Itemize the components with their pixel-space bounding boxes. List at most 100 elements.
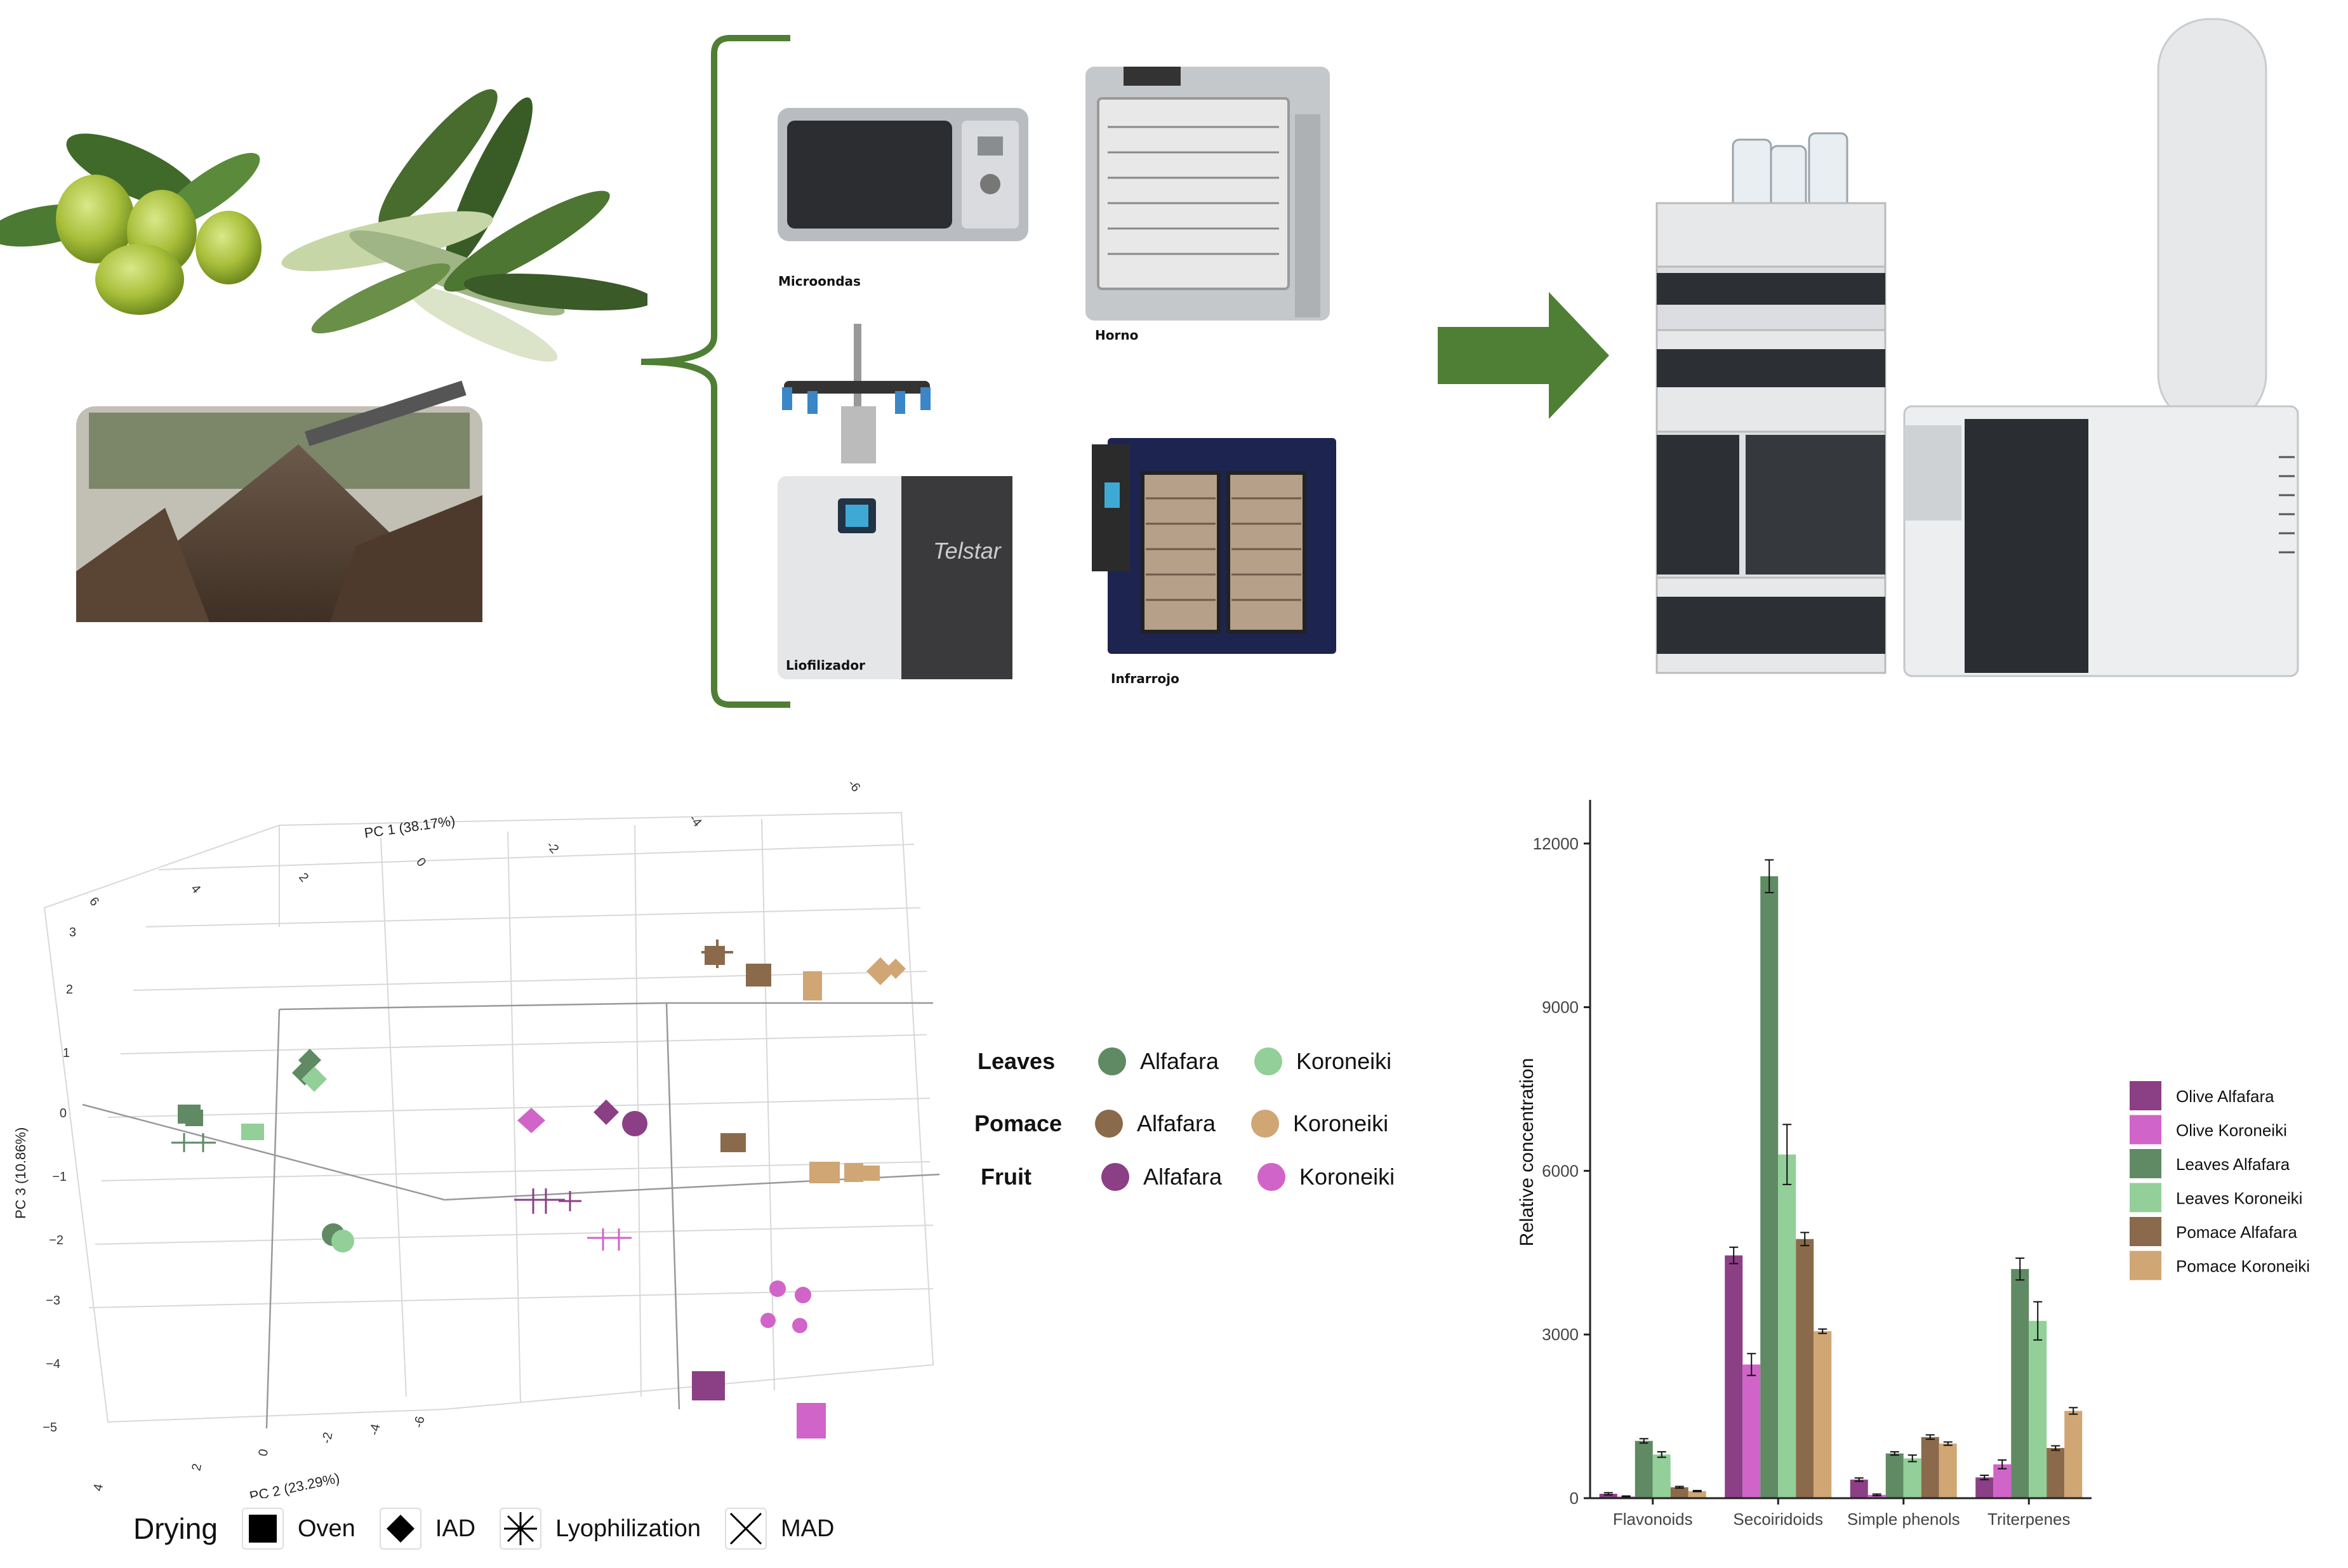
legend-label: Pomace Alfafara [2176, 1223, 2297, 1242]
microwave-image [778, 108, 1028, 241]
pca-cluster-fruit-koroneiki [517, 1108, 826, 1438]
pc2-tick: 4 [91, 1483, 106, 1492]
bar [1796, 1239, 1814, 1498]
bar [1635, 1440, 1653, 1498]
pca-3d-plot: PC 1 (38.17%) PC 2 (23.29%) PC 3 (10.86%… [13, 777, 940, 1498]
telstar-logo: Telstar [933, 538, 1002, 564]
pc3-tick: −5 [43, 1421, 57, 1435]
bar [1760, 876, 1779, 1498]
legend-label: Olive Alfafara [2176, 1087, 2274, 1106]
bar [1742, 1364, 1761, 1498]
legend-leaves-alfafara-label: Alfafara [1140, 1048, 1219, 1074]
oven-image [1085, 67, 1330, 321]
drying-lyophilization-label: Lyophilization [555, 1515, 701, 1542]
bar [1975, 1477, 1994, 1498]
bar [1670, 1487, 1688, 1498]
legend-leaves-koroneiki-label: Koroneiki [1296, 1048, 1392, 1074]
microwave-label: Microondas [778, 274, 861, 289]
pc3-tick: −1 [52, 1170, 67, 1184]
drying-mad-label: MAD [780, 1515, 835, 1542]
legend-pomace-title: Pomace [974, 1110, 1063, 1136]
pca-cluster-leaves-koroneiki [241, 1066, 354, 1252]
legend-fruit-koroneiki-label: Koroneiki [1299, 1164, 1395, 1190]
legend-fruit-alfafara-swatch [1101, 1163, 1129, 1191]
bar [1778, 1154, 1796, 1498]
pca-cluster-pomace-alfafara [701, 940, 771, 1152]
legend-label: Olive Koroneiki [2176, 1121, 2287, 1140]
bar [1867, 1494, 1886, 1498]
legend-label: Leaves Alfafara [2176, 1155, 2290, 1174]
legend-label: Leaves Koroneiki [2176, 1189, 2302, 1208]
pca-axes-frame [82, 1002, 940, 1429]
pc2-tick: -4 [367, 1423, 383, 1437]
pc3-tick: −2 [49, 1233, 63, 1247]
pc3-tick: 1 [63, 1046, 70, 1060]
x-tick-label: Secoiridoids [1733, 1510, 1823, 1529]
pc2-tick: 0 [256, 1448, 271, 1458]
curly-bracket [640, 35, 790, 708]
pca-cluster-fruit-alfafara [514, 1100, 725, 1400]
y-tick-label: 9000 [1542, 998, 1579, 1017]
bar [1903, 1458, 1921, 1498]
drying-legend: Drying Oven IAD Lyophilization MAD [133, 1508, 858, 1550]
legend-pomace-row: Pomace Alfafara Koroneiki [974, 1110, 1407, 1138]
bar [1599, 1494, 1617, 1498]
legend-leaves-row: Leaves Alfafara Koroneiki [978, 1047, 1410, 1075]
legend-label: Pomace Koroneiki [2176, 1257, 2310, 1276]
olive-pomace-image [76, 380, 482, 622]
pca-cluster-pomace-koroneiki [803, 957, 906, 1183]
bar [1688, 1491, 1706, 1498]
pc3-tick: 0 [60, 1106, 67, 1120]
pc1-tick: 6 [86, 894, 102, 909]
pc1-tick: 0 [413, 855, 428, 870]
pc3-tick: −3 [46, 1294, 60, 1308]
pc1-tick: -2 [543, 839, 561, 856]
bar [1939, 1444, 1957, 1498]
bar [1725, 1255, 1743, 1498]
pc2-tick: -6 [411, 1415, 427, 1429]
legend-swatch [2130, 1081, 2161, 1110]
pc3-tick: 2 [66, 983, 73, 997]
drying-iad-label: IAD [435, 1515, 476, 1542]
y-tick-label: 6000 [1542, 1161, 1579, 1180]
bar [2029, 1320, 2047, 1498]
bar [1652, 1454, 1671, 1498]
pc1-tick: 2 [296, 870, 311, 885]
bar [2011, 1269, 2029, 1498]
freeze-dryer-label: Liofilizador [786, 658, 865, 673]
legend-swatch [2130, 1251, 2161, 1280]
legend-fruit-koroneiki-swatch [1257, 1163, 1285, 1191]
legend-swatch [2130, 1217, 2161, 1246]
pc1-tick: -6 [845, 777, 863, 795]
pc1-tick: -4 [686, 812, 704, 830]
pc1-axis-label: PC 1 (38.17%) [363, 813, 456, 841]
bar [1850, 1479, 1868, 1498]
bar [2064, 1411, 2083, 1498]
lyophilization-asterisk-icon [500, 1508, 542, 1550]
legend-pomace-koroneiki-label: Koroneiki [1293, 1110, 1389, 1136]
olive-fruit-image [0, 133, 262, 315]
bar [2046, 1447, 2065, 1498]
infrared-label: Infrarrojo [1111, 671, 1179, 686]
pca-grid [43, 811, 934, 1423]
iad-diamond-icon [379, 1508, 421, 1550]
bar [1993, 1464, 2012, 1498]
process-arrow [1438, 292, 1609, 419]
drying-legend-title: Drying [133, 1512, 218, 1545]
legend-swatch [2130, 1149, 2161, 1178]
drying-oven-label: Oven [297, 1515, 355, 1542]
raw-materials-illustration [0, 89, 647, 622]
legend-leaves-alfafara-swatch [1098, 1047, 1126, 1075]
y-tick-label: 0 [1570, 1489, 1579, 1508]
legend-fruit-row: Fruit Alfafara Koroneiki [981, 1163, 1414, 1191]
legend-swatch [2130, 1183, 2161, 1213]
y-tick-label: 12000 [1533, 834, 1579, 853]
lc-ms-instrument-image [1655, 18, 2299, 677]
olive-leaves-image [281, 89, 647, 362]
legend-fruit-alfafara-label: Alfafara [1143, 1164, 1223, 1190]
bar [1885, 1453, 1904, 1498]
x-tick-label: Triterpenes [1987, 1510, 2071, 1529]
x-tick-label: Flavonoids [1613, 1510, 1693, 1529]
infrared-dryer-image [1092, 438, 1336, 654]
pc2-tick: 2 [189, 1463, 204, 1472]
